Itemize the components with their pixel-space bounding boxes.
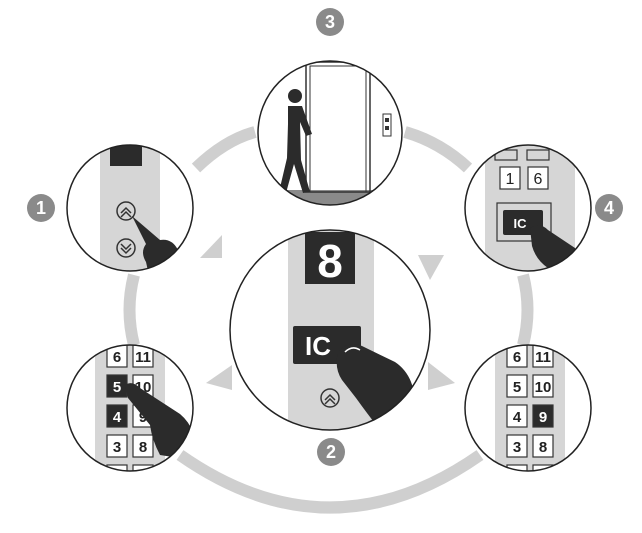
keypad-button-label: 4: [113, 409, 122, 426]
call-button-plate: [383, 114, 391, 136]
ring-arc-1-5: [130, 275, 135, 345]
floor-button-label: 6: [534, 171, 543, 188]
step-badge-2: 2: [317, 438, 345, 466]
cycle-arrow-icon: [418, 255, 444, 280]
keypad-button-label: 2: [513, 469, 521, 486]
keypad-button-label: 3: [113, 439, 121, 456]
keypad-button-label: 5: [513, 379, 521, 396]
keypad-button-label: 9: [539, 409, 547, 426]
step-badge-1: 1: [27, 194, 55, 222]
ic-card-label: IC: [305, 331, 331, 361]
keypad-button-label: 11: [135, 349, 151, 366]
ring-arc-1-3: [196, 132, 255, 168]
keypad-button-label: 7: [539, 469, 547, 486]
floor-button-label: 1: [506, 171, 515, 188]
keypad-button-label: 8: [539, 439, 547, 456]
step-1-call-panel: [67, 140, 193, 280]
step-badge-4: 4: [595, 194, 623, 222]
ic-card-label: IC: [514, 216, 528, 231]
keypad-button-label: 3: [513, 439, 521, 456]
cycle-arrow-icon: [428, 362, 455, 390]
cycle-arrow-icon: [200, 235, 222, 258]
keypad-button-label: 8: [139, 439, 147, 456]
floor-display-number: 8: [317, 235, 343, 287]
keypad-button-label: 4: [513, 409, 522, 426]
keypad-button-label: 10: [535, 379, 552, 396]
cycle-arrow-icon: [206, 365, 232, 390]
keypad-button-label: 11: [535, 349, 551, 366]
keypad-button-label: 6: [113, 349, 121, 366]
step-3-enter-car: [258, 61, 402, 210]
ring-arc-3-4: [405, 132, 468, 168]
step-4-select-floor: 1 6 IC: [465, 140, 591, 280]
keypad-button-label: 7: [139, 469, 147, 486]
ring-arc-4-6: [523, 275, 528, 345]
step-2-card-swipe: 8 IC: [230, 228, 430, 433]
keypad-button-label: 5: [113, 379, 121, 396]
step-badge-3: 3: [316, 8, 344, 36]
keypad-button-label: 6: [513, 349, 521, 366]
keypad-button-label: 2: [113, 469, 121, 486]
